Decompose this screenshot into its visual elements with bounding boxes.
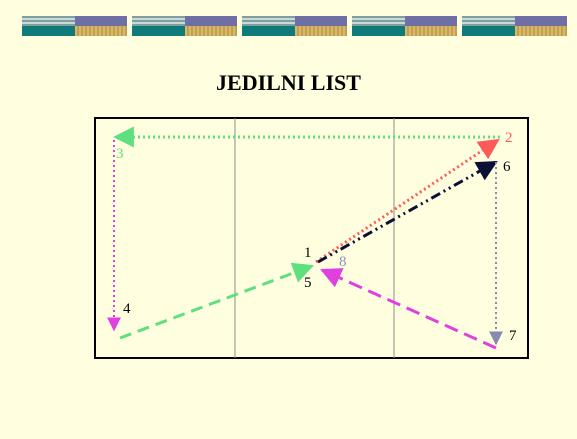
point-label-7: 7 [509,328,517,344]
point-label-3: 3 [116,146,124,162]
diagram-frame [94,117,529,359]
arrow-4-to-5 [119,262,314,340]
arrow-7-to-8 [320,268,497,350]
arrow-5-to-6 [317,160,498,264]
point-label-4: 4 [123,301,131,317]
point-label-1: 1 [304,245,312,261]
arrow-1-to-2 [315,138,500,264]
point-label-5: 5 [304,275,312,291]
banner-tile [22,16,127,36]
page-title: JEDILNI LIST [216,70,361,95]
banner-tile [242,16,347,36]
banner-tile [132,16,237,36]
decorative-banner [0,0,577,50]
point-label-8: 8 [339,254,347,270]
banner-tile [462,16,567,36]
banner-tile [352,16,457,36]
point-label-2: 2 [505,130,513,146]
point-label-6: 6 [503,159,511,175]
